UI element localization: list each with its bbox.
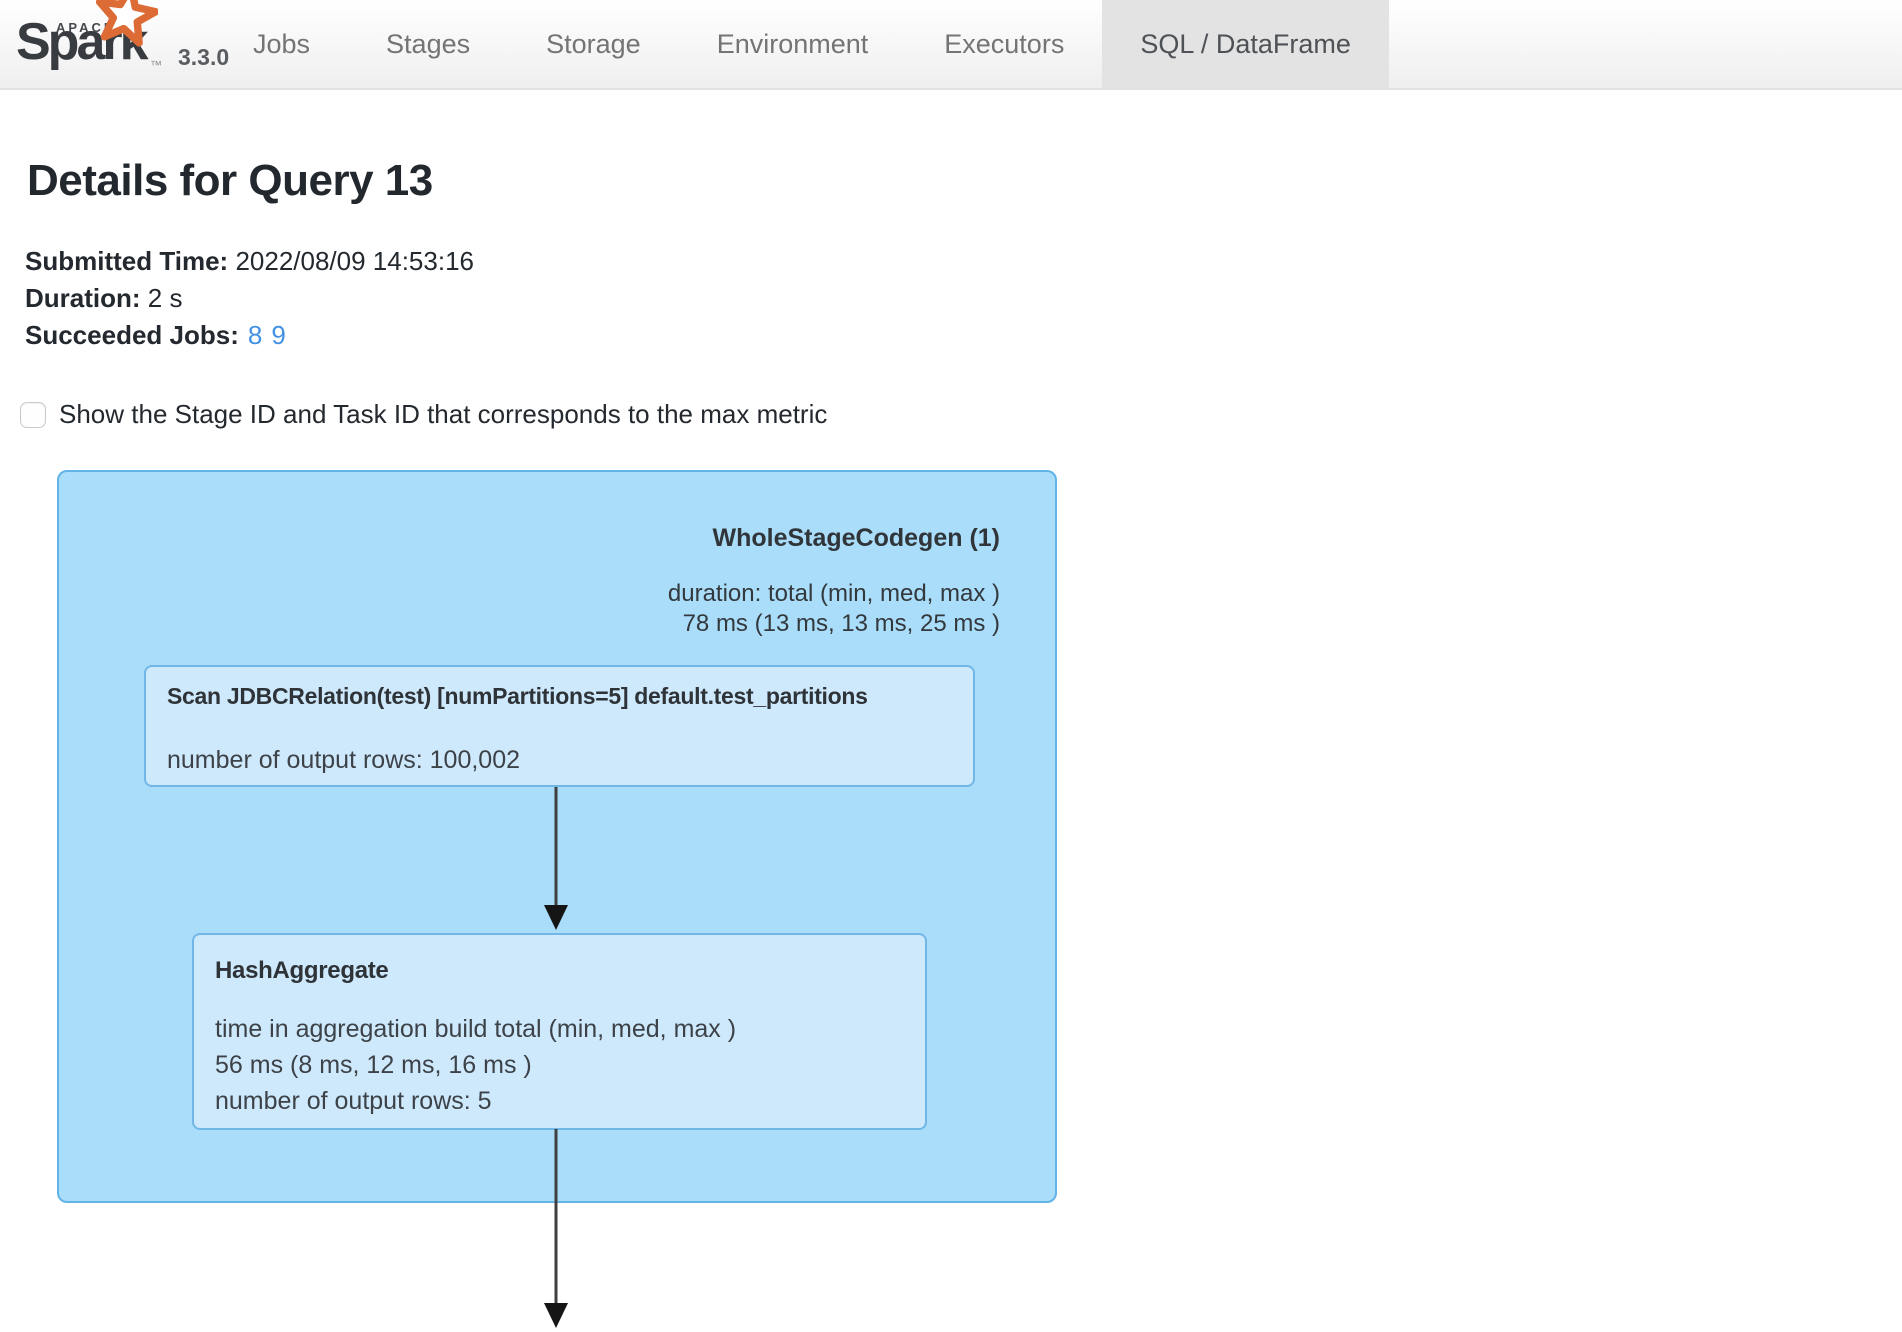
nav-tab-jobs[interactable]: Jobs <box>253 28 311 59</box>
cluster-title: WholeStageCodegen (1) <box>712 524 1000 552</box>
trademark-symbol: ™ <box>150 58 162 72</box>
hashaggregate-output-rows: number of output rows: 5 <box>215 1087 492 1115</box>
succeeded-jobs-label: Succeeded Jobs: <box>25 320 239 350</box>
scan-node-title: Scan JDBCRelation(test) [numPartitions=5… <box>167 683 868 709</box>
hashaggregate-agg-time-values: 56 ms (8 ms, 12 ms, 16 ms ) <box>215 1051 532 1079</box>
submitted-time-label: Submitted Time: <box>25 246 229 276</box>
page-title: Details for Query 13 <box>27 156 433 205</box>
max-metric-checkbox[interactable] <box>20 401 46 428</box>
cluster-metrics: duration: total (min, med, max ) 78 ms (… <box>59 579 1055 639</box>
scan-output-rows: number of output rows: 100,002 <box>167 746 521 774</box>
hashaggregate-node-metrics: time in aggregation build total (min, me… <box>215 1011 904 1119</box>
main-nav: Jobs Stages Storage Environment Executor… <box>215 0 1389 88</box>
node-scan-jdbcrelation: Scan JDBCRelation(test) [numPartitions=5… <box>144 665 975 787</box>
spark-star-icon <box>95 0 158 47</box>
nav-tab-storage[interactable]: Storage <box>546 28 641 59</box>
wholestagecodegen-cluster: WholeStageCodegen (1) duration: total (m… <box>57 470 1057 1203</box>
nav-tab-environment[interactable]: Environment <box>716 28 869 59</box>
edge-hash-down-arrowhead <box>544 1303 568 1328</box>
job-link-9[interactable]: 9 <box>271 320 286 350</box>
scan-node-metrics: number of output rows: 100,002 <box>167 742 952 778</box>
query-meta: Submitted Time: 2022/08/09 14:53:16 Dura… <box>25 243 474 354</box>
spark-logo[interactable]: Spark APACHE ™ 3.3.0 <box>0 0 229 88</box>
nav-tab-executors[interactable]: Executors <box>944 28 1065 59</box>
cluster-metric-duration-header: duration: total (min, med, max ) <box>667 580 1000 607</box>
max-metric-toggle-row: Show the Stage ID and Task ID that corre… <box>20 399 827 430</box>
duration-value: 2 s <box>147 283 183 313</box>
duration-line: Duration: 2 s <box>25 280 474 317</box>
submitted-time-value: 2022/08/09 14:53:16 <box>235 246 474 276</box>
hashaggregate-node-title: HashAggregate <box>215 957 389 984</box>
job-link-8[interactable]: 8 <box>247 320 263 350</box>
hashaggregate-agg-time-header: time in aggregation build total (min, me… <box>215 1015 737 1043</box>
duration-label: Duration: <box>25 283 141 313</box>
cluster-metric-duration-values: 78 ms (13 ms, 13 ms, 25 ms ) <box>682 610 1000 637</box>
submitted-time-line: Submitted Time: 2022/08/09 14:53:16 <box>25 243 474 280</box>
spark-version: 3.3.0 <box>178 44 230 70</box>
nav-tab-sql-dataframe[interactable]: SQL / DataFrame <box>1102 0 1389 88</box>
top-navbar: Spark APACHE ™ 3.3.0 Jobs Stages Storage… <box>0 0 1902 90</box>
nav-tab-stages[interactable]: Stages <box>386 28 471 59</box>
query-details-page: Details for Query 13 Submitted Time: 202… <box>0 92 1902 1332</box>
node-hashaggregate: HashAggregate time in aggregation build … <box>192 933 927 1130</box>
max-metric-checkbox-label: Show the Stage ID and Task ID that corre… <box>59 399 828 429</box>
